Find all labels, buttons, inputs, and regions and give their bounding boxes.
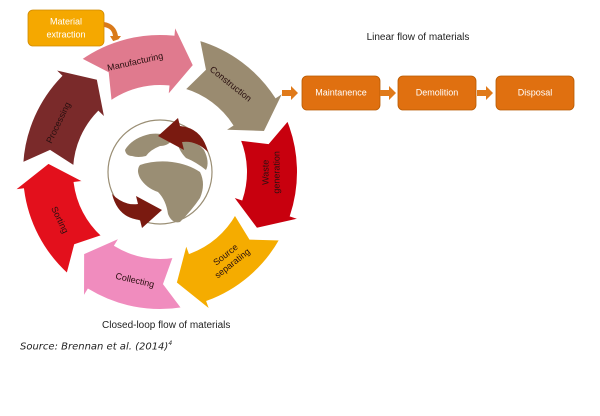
linear-step-box xyxy=(397,75,477,111)
circular-arrow-icon xyxy=(112,194,162,228)
cycle-arrow-source-separating xyxy=(174,212,283,315)
cycle-arrow-waste-generation xyxy=(229,118,305,230)
material-extraction-label-line1: Material xyxy=(50,16,82,26)
closed-loop-cycle: ManufacturingConstructionWastegeneration… xyxy=(9,21,305,315)
material-extraction-node: Material extraction xyxy=(27,9,105,47)
linear-flow: Maintanence Demolition Disposal xyxy=(282,75,575,111)
source-text: Source: Brennan et al. (2014) xyxy=(20,341,169,353)
right-arrow-icon xyxy=(380,86,396,100)
globe-land-europe-icon xyxy=(125,133,172,157)
right-arrow-icon xyxy=(477,86,493,100)
source-citation: Source: Brennan et al. (2014)4 xyxy=(20,340,172,352)
cycle-arrow-manufacturing xyxy=(78,21,196,104)
linear-step-label: Demolition xyxy=(416,87,459,97)
globe-icon xyxy=(107,118,213,228)
linear-step-disposal: Disposal xyxy=(495,75,575,111)
material-extraction-label-line2: extraction xyxy=(46,29,85,39)
linear-flow-title: Linear flow of materials xyxy=(367,32,470,43)
cycle-label-waste-generation: Wastegeneration xyxy=(261,151,282,194)
cycle-arrow-sorting xyxy=(9,161,105,277)
linear-step-label: Disposal xyxy=(518,87,553,97)
source-superscript: 4 xyxy=(168,340,173,347)
globe-land-africa-icon xyxy=(138,161,203,223)
cycle-arrow-processing xyxy=(21,67,108,169)
linear-step-demolition: Demolition xyxy=(397,75,477,111)
closed-loop-caption: Closed-loop flow of materials xyxy=(102,320,231,331)
linear-step-maintanence: Maintanence xyxy=(301,75,381,111)
linear-step-box xyxy=(495,75,575,111)
right-arrow-icon xyxy=(282,86,298,100)
curved-arrow-icon xyxy=(104,22,121,44)
circular-arrow-icon xyxy=(158,118,208,152)
linear-step-label: Maintanence xyxy=(315,87,367,97)
globe-land-asia-icon xyxy=(176,137,208,170)
cycle-arrow-collecting xyxy=(82,234,185,311)
cycle-arrow-construction xyxy=(182,38,287,133)
